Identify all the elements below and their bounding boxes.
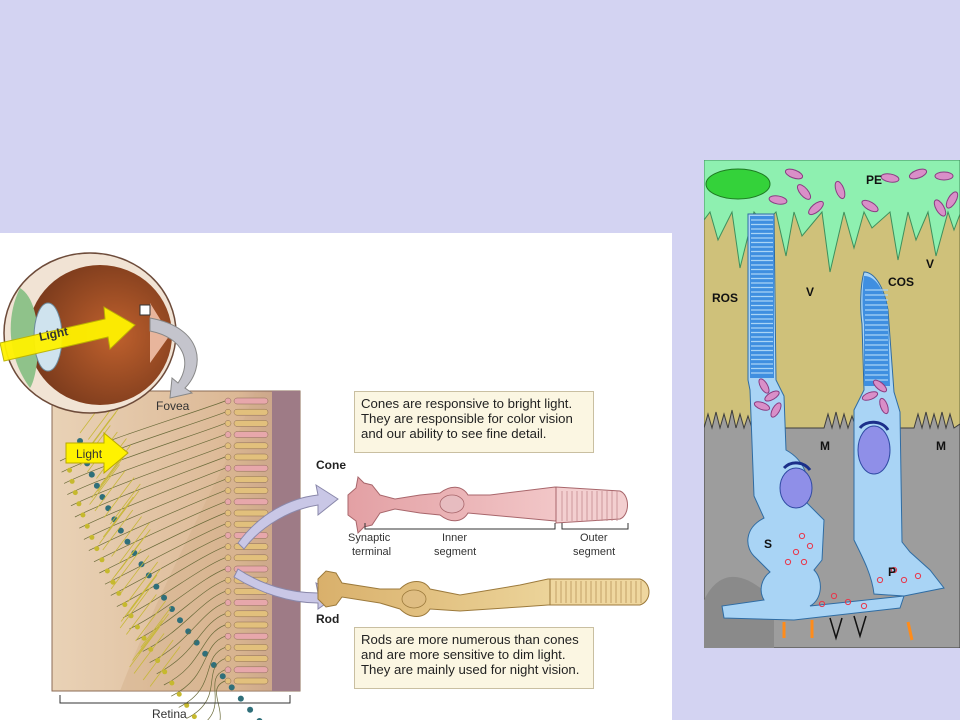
inner-label-line1: Inner xyxy=(442,532,467,544)
cone-pointer-arrow-icon xyxy=(237,483,339,550)
retina-light-arrow-icon xyxy=(65,431,129,475)
light-arrow-icon xyxy=(0,306,136,362)
cone-note-line3: and our ability to see fine detail. xyxy=(361,426,547,441)
inner-label-line2: segment xyxy=(434,546,476,558)
photoreceptor-schematic-svg: PE ROS COS V V M M S P xyxy=(704,160,960,648)
cone-title: Cone xyxy=(316,458,346,472)
rod-note-line2: and are more sensitive to dim light. xyxy=(361,647,566,662)
synaptic-label-line1: Synaptic xyxy=(348,532,391,544)
photoreceptor-schematic: PE ROS COS V V M M S P xyxy=(704,160,960,648)
m-label-1: M xyxy=(820,439,830,453)
pe-nucleus xyxy=(705,168,771,200)
retina-section xyxy=(51,390,301,720)
zoom-arrow-icon xyxy=(149,317,198,399)
rod-cell xyxy=(317,570,650,617)
v-label-2: V xyxy=(926,257,934,271)
retina-label: Retina xyxy=(152,707,187,720)
rod-photoreceptor xyxy=(721,213,905,621)
cone-description-note: Cones are responsive to bright light. Th… xyxy=(354,391,594,453)
fovea-label: Fovea xyxy=(156,399,190,413)
rod-note-line3: They are mainly used for night vision. xyxy=(361,662,580,677)
outer-label-line2: segment xyxy=(573,546,615,558)
ros-label: ROS xyxy=(712,291,738,305)
rod-title: Rod xyxy=(316,612,339,626)
cos-label: COS xyxy=(888,275,914,289)
retina-light-label: Light xyxy=(76,447,103,461)
m-label-2: M xyxy=(936,439,946,453)
v-label-1: V xyxy=(806,285,814,299)
retina-illustration: Light Fovea Light Retina Cone Synaptic t… xyxy=(0,252,650,720)
s-label: S xyxy=(764,537,772,551)
pe-label: PE xyxy=(866,173,882,187)
synaptic-label-line2: terminal xyxy=(352,546,391,558)
cone-note-line1: Cones are responsive to bright light. xyxy=(361,396,573,411)
retina-photoreceptor-figure: Light Fovea Light Retina Cone Synaptic t… xyxy=(0,233,672,720)
rod-description-note: Rods are more numerous than cones and ar… xyxy=(354,627,594,689)
cone-photoreceptor xyxy=(853,271,945,597)
cone-note-line2: They are responsible for color vision xyxy=(361,411,573,426)
outer-label-line1: Outer xyxy=(580,532,608,544)
eye-light-label: Light xyxy=(38,324,70,344)
cone-cell xyxy=(347,475,628,535)
p-label: P xyxy=(888,565,896,579)
rod-note-line1: Rods are more numerous than cones xyxy=(361,632,579,647)
